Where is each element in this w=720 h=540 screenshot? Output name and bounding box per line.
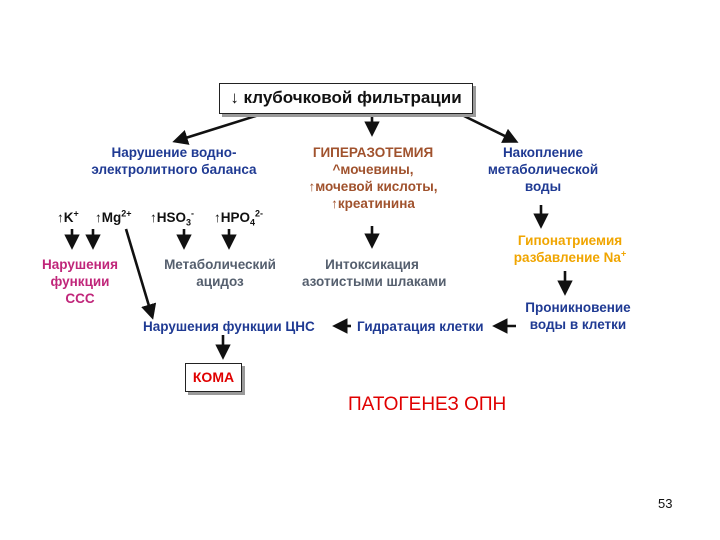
ion-hso3: ↑HSO3- bbox=[150, 208, 195, 228]
up-arrow-icon: ↑ bbox=[214, 210, 221, 225]
hyponatremia-sup: + bbox=[620, 248, 627, 259]
css-disorder-line2: функции bbox=[50, 274, 110, 289]
intoxication-label: Интоксикация азотистыми шлаками bbox=[302, 256, 447, 290]
cns-disorder-label: Нарушения функции ЦНС bbox=[143, 319, 315, 334]
ion-k: ↑K+ bbox=[57, 209, 79, 226]
water-balance-line1: Нарушение водно- bbox=[111, 145, 237, 160]
ion-hpo4: ↑HPO42- bbox=[214, 208, 264, 228]
up-arrow-icon: ↑ bbox=[95, 210, 102, 225]
hyponatremia-label: Гипонатриемия разбавление Na+ bbox=[500, 232, 640, 266]
acidosis-line1: Метаболический bbox=[164, 257, 276, 272]
metabolic-water-line2: метаболической bbox=[487, 162, 599, 177]
hyponatremia-line2: разбавление Na+ bbox=[500, 249, 640, 266]
diagram-title: ПАТОГЕНЕЗ ОПН bbox=[348, 394, 507, 415]
ion-hpo4-sup: 2- bbox=[255, 208, 264, 219]
ion-hpo4-sub: 4 bbox=[250, 217, 256, 228]
hyperazotemia-urea: ^мочевины, bbox=[332, 162, 414, 177]
ion-hso3-sub: 3 bbox=[186, 217, 192, 228]
water-penetration-line1: Проникновение bbox=[525, 300, 631, 315]
metabolic-water-label: Накопление метаболической воды bbox=[478, 144, 608, 195]
up-arrow-icon: ↑ bbox=[57, 210, 64, 225]
filtration-box: ↓ клубочковой фильтрации bbox=[219, 83, 473, 114]
hyperazotemia-label: ГИПЕРАЗОТЕМИЯ ^мочевины, ↑мочевой кислот… bbox=[288, 144, 458, 212]
arrow-to-metabolic-water bbox=[459, 112, 519, 143]
metabolic-water-line1: Накопление bbox=[502, 145, 584, 160]
ion-hso3-sup: - bbox=[191, 208, 195, 219]
metabolic-water-line3: воды bbox=[524, 179, 562, 194]
css-disorder-label: Нарушения функции ССС bbox=[30, 256, 130, 307]
cell-hydration-label: Гидратация клетки bbox=[357, 319, 484, 334]
ion-mg-sup: 2+ bbox=[121, 208, 132, 219]
ion-mg-base: Mg bbox=[101, 210, 122, 225]
hyponatremia-line1: Гипонатриемия bbox=[517, 233, 623, 248]
hyperazotemia-creatinine: ↑креатинина bbox=[331, 196, 415, 211]
intoxication-line1: Интоксикация bbox=[325, 257, 419, 272]
acidosis-label: Метаболический ацидоз bbox=[157, 256, 283, 290]
up-arrow-icon: ↑ bbox=[150, 210, 157, 225]
css-disorder-line1: Нарушения bbox=[42, 257, 118, 272]
water-penetration-line2: воды в клетки bbox=[529, 317, 627, 332]
water-penetration-label: Проникновение воды в клетки bbox=[512, 299, 644, 333]
water-balance-line2: электролитного баланса bbox=[91, 162, 257, 177]
arrow-to-water-balance bbox=[172, 112, 263, 145]
css-disorder-line3: ССС bbox=[65, 291, 95, 306]
arrow-to-cns bbox=[124, 228, 157, 320]
ion-mg: ↑Mg2+ bbox=[95, 209, 132, 226]
ion-k-sup: + bbox=[73, 208, 79, 219]
ion-hso3-base: HSO bbox=[156, 210, 187, 225]
page-number: 53 bbox=[658, 496, 673, 511]
hyperazotemia-title: ГИПЕРАЗОТЕМИЯ bbox=[312, 145, 434, 160]
acidosis-line2: ацидоз bbox=[196, 274, 244, 289]
ion-k-base: K bbox=[63, 210, 74, 225]
water-balance-label: Нарушение водно- электролитного баланса bbox=[62, 144, 286, 178]
hyperazotemia-uric-acid: ↑мочевой кислоты, bbox=[308, 179, 438, 194]
intoxication-line2: азотистыми шлаками bbox=[302, 274, 447, 289]
coma-box: КОМА bbox=[185, 363, 242, 392]
ion-hpo4-base: HPO bbox=[220, 210, 251, 225]
hyponatremia-line2-text: разбавление Na bbox=[513, 250, 621, 265]
